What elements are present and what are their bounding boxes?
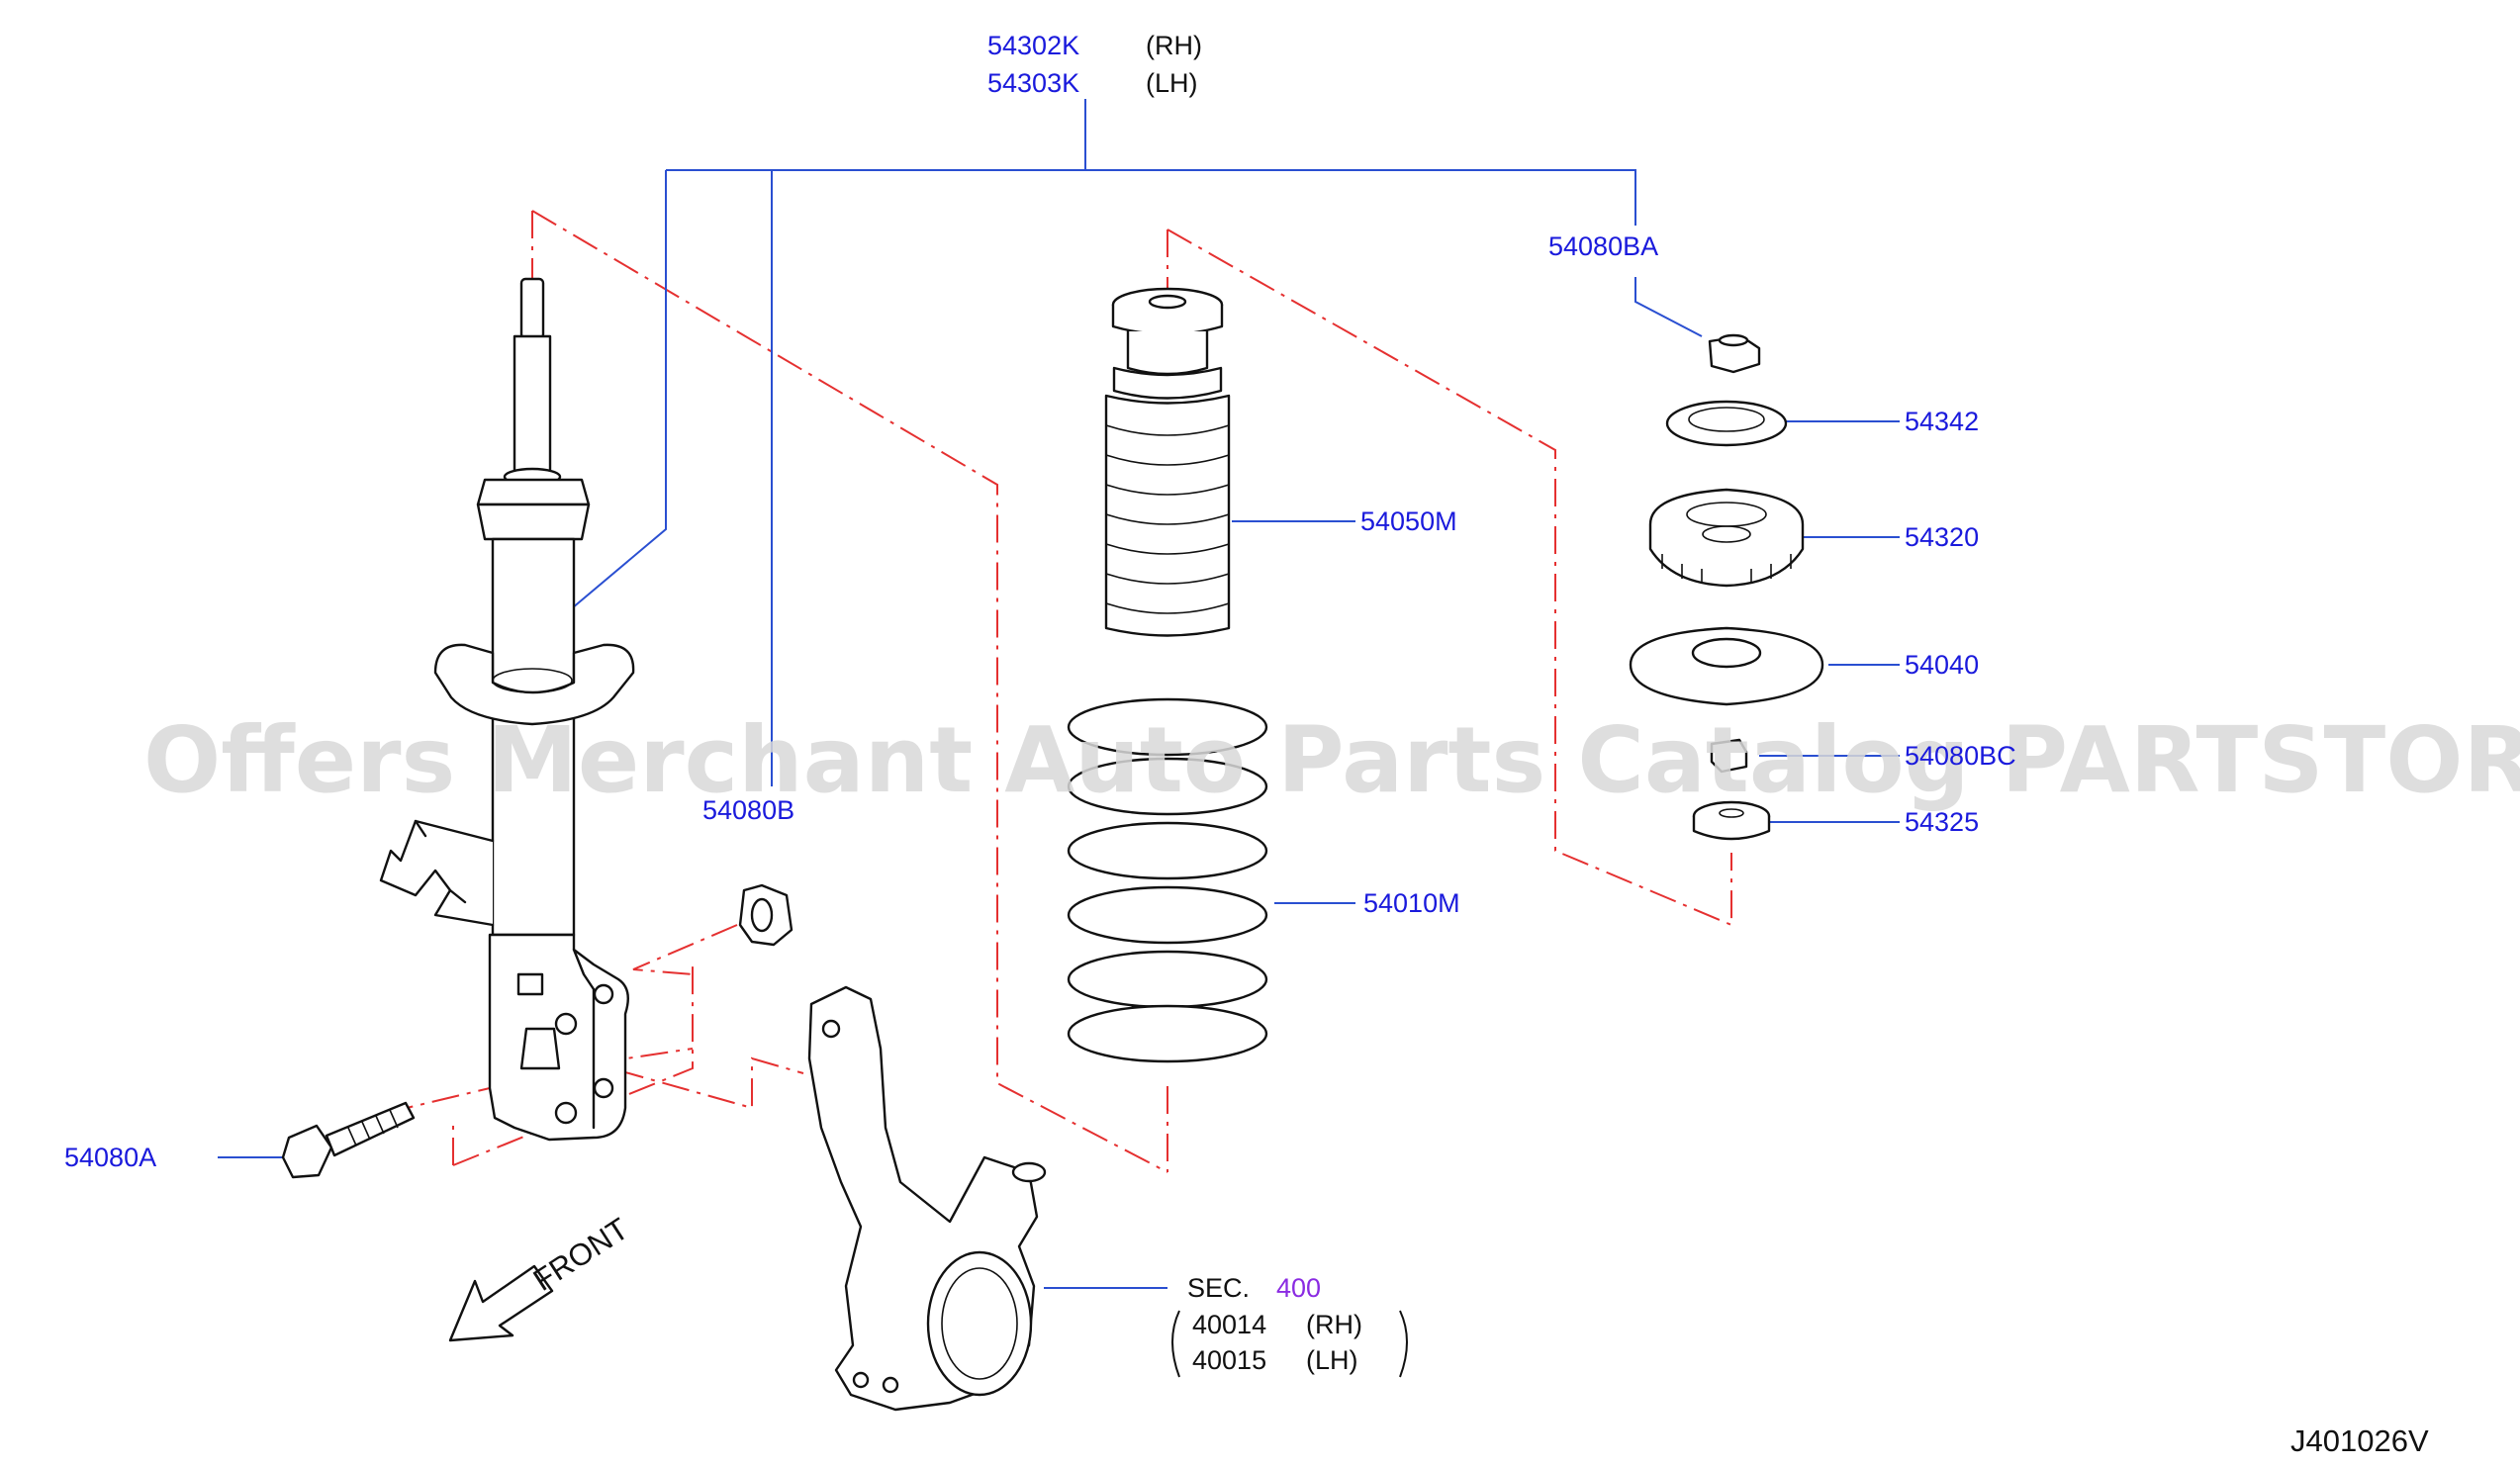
callout-strut-rh[interactable]: 54302K [987,31,1079,60]
steering-knuckle-drawing [807,985,1047,1412]
callout-mount[interactable]: 54320 [1905,522,1979,552]
callout-nut-top[interactable]: 54080BA [1548,231,1658,261]
bushing-drawing [1710,738,1748,774]
knuckle-bracket-left [1171,1310,1180,1378]
callout-strut-lh-side: (LH) [1146,68,1198,98]
leader-lines [218,99,1900,1289]
callout-upper-seat[interactable]: 54342 [1905,407,1979,436]
callout-sec-number[interactable]: 400 [1276,1273,1321,1303]
callout-washer[interactable]: 54325 [1905,807,1979,837]
upper-seat-drawing [1665,400,1788,447]
callout-nut-lower[interactable]: 54080B [702,795,794,825]
callout-bound-bumper[interactable]: 54050M [1360,506,1457,536]
callout-knuckle-lh: 40015 [1192,1345,1266,1375]
front-arrow: FRONT [448,1211,635,1342]
callout-labels: 54302K (RH) 54303K (LH) 54080BA 54342 54… [64,31,2016,1378]
callout-knuckle-rh: 40014 [1192,1310,1266,1339]
strut-assembly-drawing [379,277,635,1142]
bound-bumper-drawing [1104,287,1231,637]
nut-top-drawing [1708,333,1761,374]
nut-lower-drawing [738,883,793,947]
callout-bearing[interactable]: 54040 [1905,650,1979,680]
diagram-id: J401026V [2290,1423,2429,1458]
strut-mount-drawing [1648,488,1805,588]
bolt-drawing [281,1101,416,1179]
callout-spring[interactable]: 54010M [1363,888,1460,918]
callout-sec-label: SEC. [1187,1273,1250,1303]
coil-spring-drawing [1067,697,1268,1063]
washer-drawing [1692,800,1771,841]
callout-strut-rh-side: (RH) [1146,31,1202,60]
front-label: FRONT [527,1211,635,1298]
knuckle-bracket-right [1399,1310,1408,1378]
callout-bushing[interactable]: 54080BC [1905,741,2016,771]
bearing-drawing [1629,626,1824,706]
callout-knuckle-rh-side: (RH) [1306,1310,1362,1339]
callout-bolt[interactable]: 54080A [64,1143,156,1172]
callout-strut-lh[interactable]: 54303K [987,68,1079,98]
callout-knuckle-lh-side: (LH) [1306,1345,1358,1375]
watermark-text: Offers Merchant Auto Parts Catalog PARTS… [143,707,2520,813]
